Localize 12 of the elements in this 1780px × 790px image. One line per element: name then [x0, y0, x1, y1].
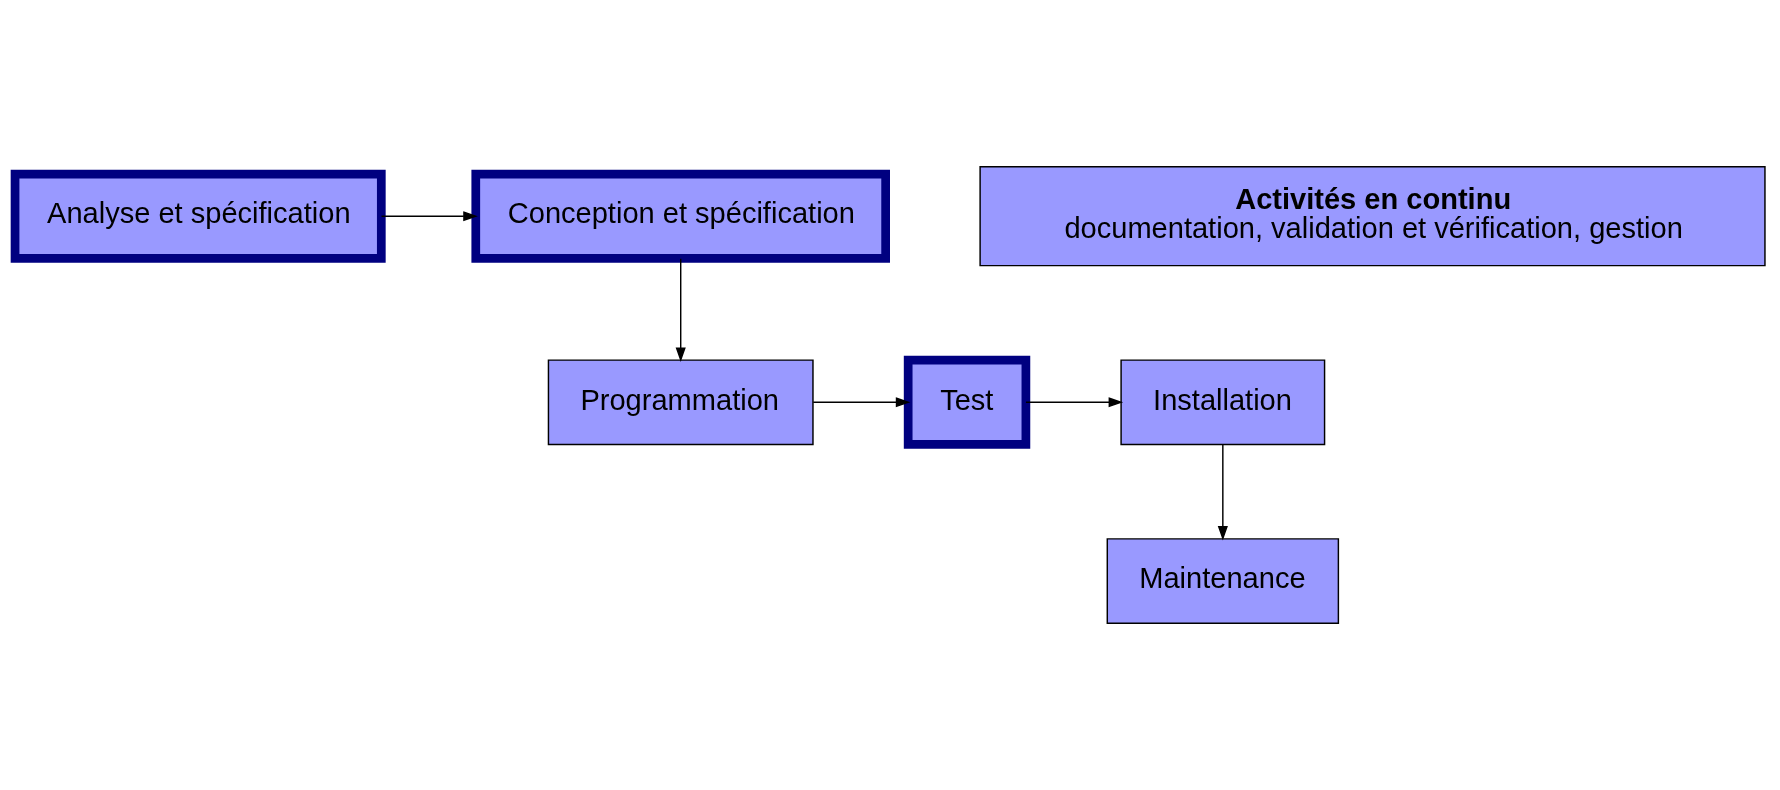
node-box: Conception et spécification: [471, 169, 890, 263]
arrow: [812, 397, 911, 408]
node-box: Activités en continu documentation, validation et vérification, gestion: [979, 166, 1766, 267]
node-box: Test: [903, 355, 1031, 449]
arrow: [1025, 397, 1124, 408]
arrow: [1217, 443, 1228, 541]
arrow: [675, 258, 686, 363]
node-box: Analyse et spécification: [10, 169, 386, 263]
node-box: Programmation: [547, 359, 814, 446]
node-box: Installation: [1120, 359, 1326, 446]
node-box: Maintenance: [1106, 538, 1340, 624]
arrow: [380, 211, 478, 222]
